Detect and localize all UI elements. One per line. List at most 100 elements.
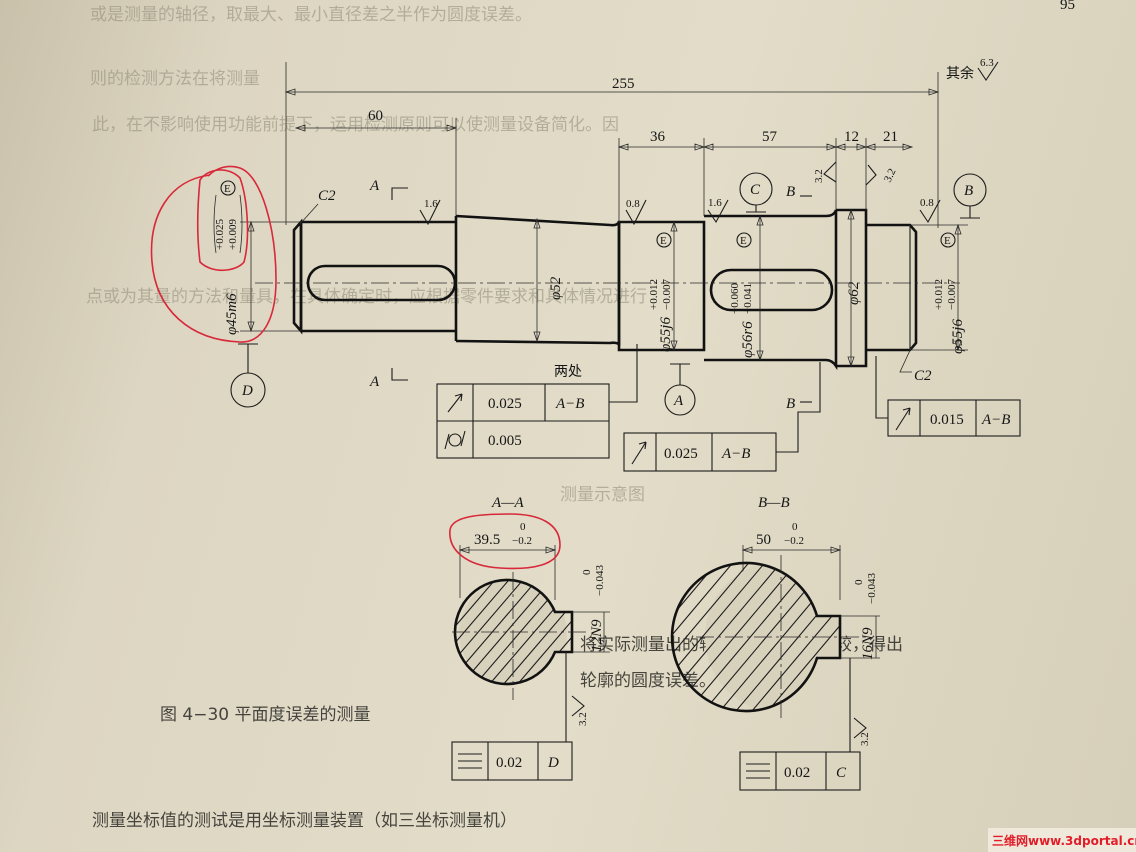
dim-overall-255: 255 (612, 76, 635, 92)
tol-value-3: 0.025 (664, 446, 698, 462)
dim-length-57: 57 (762, 129, 778, 145)
tol-value-5: 0.02 (496, 755, 522, 771)
section-b-width-lower: −0.2 (784, 535, 804, 547)
rest-roughness: 其余 6.3 (946, 57, 999, 82)
dim-phi56-upper: +0.060 (729, 283, 741, 314)
highlight-circle-39.5 (449, 513, 561, 570)
bg-text-3: 此，在不影响使用功能前提下，运用检测原则可以使测量设备简化。因 (92, 114, 619, 135)
tol-value-6: 0.02 (784, 765, 810, 781)
section-b-width-upper: 0 (792, 521, 798, 533)
dim-length-36: 36 (650, 129, 666, 145)
cut-a-top-label: A (369, 178, 380, 194)
roughness-3.2-b: 3.2 (882, 167, 899, 185)
dim-phi56r6: φ56r6 (740, 321, 756, 358)
tol-frame-runout-right: 0.015 A−B (875, 356, 1021, 437)
dim-phi45m6: φ45m6 (224, 293, 240, 335)
bg-text-8: 图 4−30 平面度误差的测量 (160, 705, 371, 725)
section-a-title: A—A (491, 495, 525, 511)
tol-datum-6: C (836, 765, 847, 781)
dim-length-12: 12 (844, 129, 859, 145)
section-b-slot: 16N9 (860, 627, 876, 660)
bg-text-5: 测量示意图 (560, 485, 645, 505)
roughness-1.6-a: 1.6 (424, 198, 438, 210)
dim-phi45-lower: +0.009 (227, 219, 239, 250)
dim-phi55a-upper: +0.012 (648, 279, 660, 310)
envelope-e-2: E (660, 235, 667, 247)
roughness-symbols: 1.6 0.8 1.6 3.2 3.2 0.8 (419, 161, 941, 226)
dim-phi55j6-right: φ55j6 (950, 319, 966, 354)
runout-icon (895, 407, 911, 431)
tol-value-2: 0.005 (488, 433, 522, 449)
section-a-a: A—A 39.5 0 −0.2 12N9 (451, 495, 610, 781)
datums: D A C B (230, 172, 987, 416)
cylindricity-icon (444, 430, 466, 450)
section-b-title: B—B (758, 495, 790, 511)
section-a-slot-lower: −0.043 (594, 565, 606, 596)
dim-phi55b-upper: +0.012 (933, 279, 945, 310)
dim-phi45-upper: +0.025 (214, 219, 226, 250)
dim-phi62: φ62 (846, 281, 862, 305)
symmetry-icon (458, 753, 482, 769)
two-places-note: 两处 (554, 364, 582, 380)
envelope-e-1: E (224, 183, 231, 195)
symmetry-icon (746, 763, 770, 779)
tol-frame-runout-left: 0.025 A−B 0.005 (436, 344, 638, 459)
roughness-icon (625, 199, 647, 226)
envelope-e-4: E (944, 235, 951, 247)
dim-phi55a-lower: −0.007 (661, 279, 673, 310)
section-a-width-lower: −0.2 (512, 535, 532, 547)
dim-phi55b-lower: −0.007 (946, 279, 958, 310)
cut-a-bottom-label: A (369, 374, 380, 390)
cut-b-bottom-label: B (786, 396, 795, 412)
rest-roughness-value: 6.3 (980, 57, 994, 69)
datum-c-label: C (750, 182, 761, 198)
section-a-roughness: 3.2 (577, 712, 589, 726)
section-b-width: 50 (756, 532, 771, 548)
dim-length-60: 60 (368, 108, 383, 124)
section-a-slot: 12N9 (589, 619, 605, 652)
tol-datum-3: A−B (721, 446, 750, 462)
tol-datum-1: A−B (555, 396, 584, 412)
watermark-text: 三维网www.3dportal.cn (992, 833, 1136, 848)
roughness-icon (823, 161, 837, 183)
envelope-icon (656, 232, 672, 248)
envelope-icon (940, 232, 956, 248)
chamfer-callouts: C2 C2 (299, 188, 932, 384)
page-number: 95 (1060, 0, 1075, 13)
bg-text-7: 轮廓的圆度误差。 (580, 671, 716, 691)
roughness-icon (853, 717, 867, 739)
background-text: 或是测量的轴径，取最大、最小直径差之半作为圆度误差。 则的检测方法在将测量 此，… (86, 5, 903, 831)
cut-b-top-label: B (786, 184, 795, 200)
dim-phi55j6-left: φ55j6 (658, 317, 674, 352)
roughness-icon (419, 199, 441, 226)
highlight-circle-phi45 (150, 165, 277, 343)
length-dimensions: 255 60 36 57 12 21 (284, 62, 940, 228)
dim-phi52: φ52 (548, 276, 564, 300)
envelope-icon (220, 180, 236, 196)
chamfer-right: C2 (914, 368, 932, 384)
roughness-icon (707, 199, 729, 224)
bg-text-1: 或是测量的轴径，取最大、最小直径差之半作为圆度误差。 (90, 5, 532, 25)
runout-icon (447, 393, 463, 413)
roughness-icon (571, 695, 585, 717)
roughness-3.2-a: 3.2 (813, 169, 825, 183)
dim-length-21: 21 (883, 129, 898, 145)
bg-text-2: 则的检测方法在将测量 (90, 69, 260, 89)
section-a-width-upper: 0 (520, 521, 526, 533)
roughness-0.8-a: 0.8 (626, 198, 640, 210)
tol-datum-5: D (547, 755, 559, 771)
bg-text-9: 测量坐标值的测试是用坐标测量装置（如三坐标测量机） (92, 811, 517, 831)
datum-b-label: B (964, 183, 973, 199)
roughness-icon (977, 61, 999, 81)
tol-value-4: 0.015 (930, 412, 964, 428)
runout-icon (631, 441, 647, 465)
shaft-outline (255, 208, 960, 371)
dim-phi56-lower: +0.041 (742, 283, 754, 314)
datum-a-label: A (673, 393, 684, 409)
roughness-1.6-b: 1.6 (708, 197, 722, 209)
section-markers: A A B B (369, 178, 812, 412)
roughness-icon (865, 164, 877, 186)
roughness-icon (919, 199, 941, 224)
